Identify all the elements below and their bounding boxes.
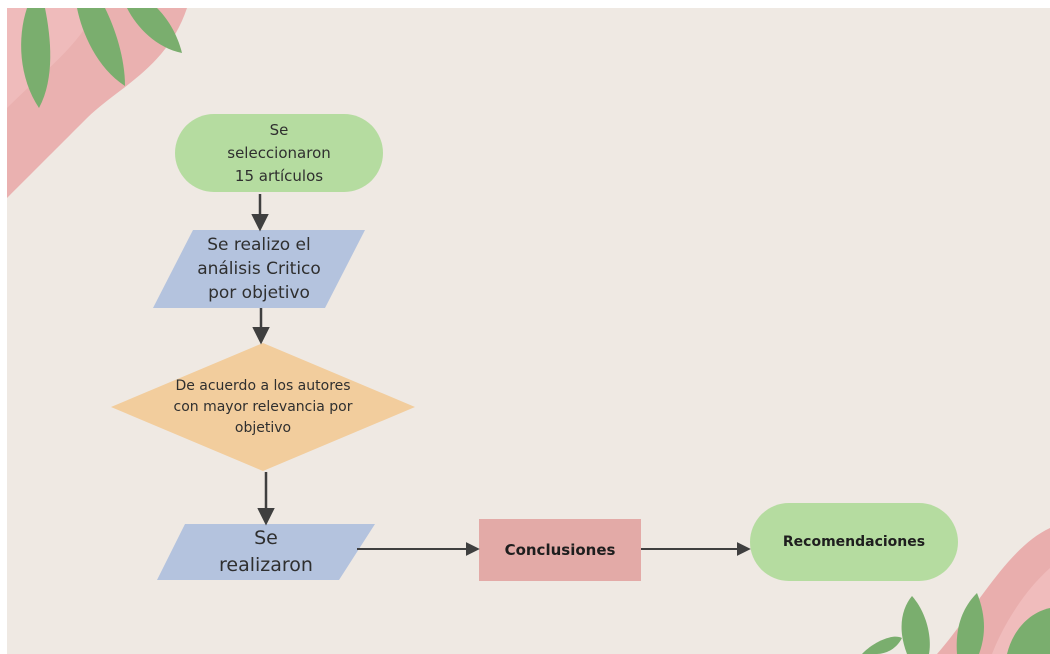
conclusiones-node-label: Conclusiones (504, 541, 616, 559)
analysis-node[interactable]: Se realizo el análisis Critico por objet… (153, 230, 365, 308)
leaf-bottom-right-1 (901, 596, 930, 654)
conclusiones-node[interactable]: Conclusiones (479, 519, 641, 581)
leaf-bottom-right-3 (1007, 608, 1050, 654)
decision-node-label: De acuerdo a los autores con mayor relev… (173, 377, 353, 436)
flowchart-canvas: Se seleccionaron 15 artículos Se realizo… (7, 8, 1050, 654)
connectors (251, 194, 751, 556)
parallelogram-shape (153, 230, 365, 308)
start-node[interactable]: Se seleccionaron 15 artículos (175, 114, 383, 192)
leaf-top-left-2 (77, 8, 125, 86)
analysis-node-label: Se realizo el análisis Critico por objet… (197, 235, 321, 303)
decorative-background (7, 8, 1050, 654)
top-left-decoration (7, 8, 187, 198)
leaf-top-left-1 (21, 8, 51, 108)
recomendaciones-node-label: Recomendaciones (782, 534, 926, 550)
decision-node[interactable]: De acuerdo a los autores con mayor relev… (111, 343, 415, 471)
realizaron-node[interactable]: Se realizaron (157, 524, 375, 580)
leaf-bottom-right-4 (862, 636, 902, 654)
realizaron-node-label: Se realizaron (219, 527, 313, 576)
recomendaciones-node[interactable]: Recomendaciones (750, 503, 958, 581)
leaf-top-left-3 (127, 8, 182, 53)
start-node-label: Se seleccionaron 15 artículos (227, 120, 331, 185)
diamond-shape (111, 343, 415, 471)
bottom-right-decoration (862, 528, 1050, 654)
parallelogram-shape (157, 524, 375, 580)
leaf-bottom-right-2 (956, 593, 984, 654)
